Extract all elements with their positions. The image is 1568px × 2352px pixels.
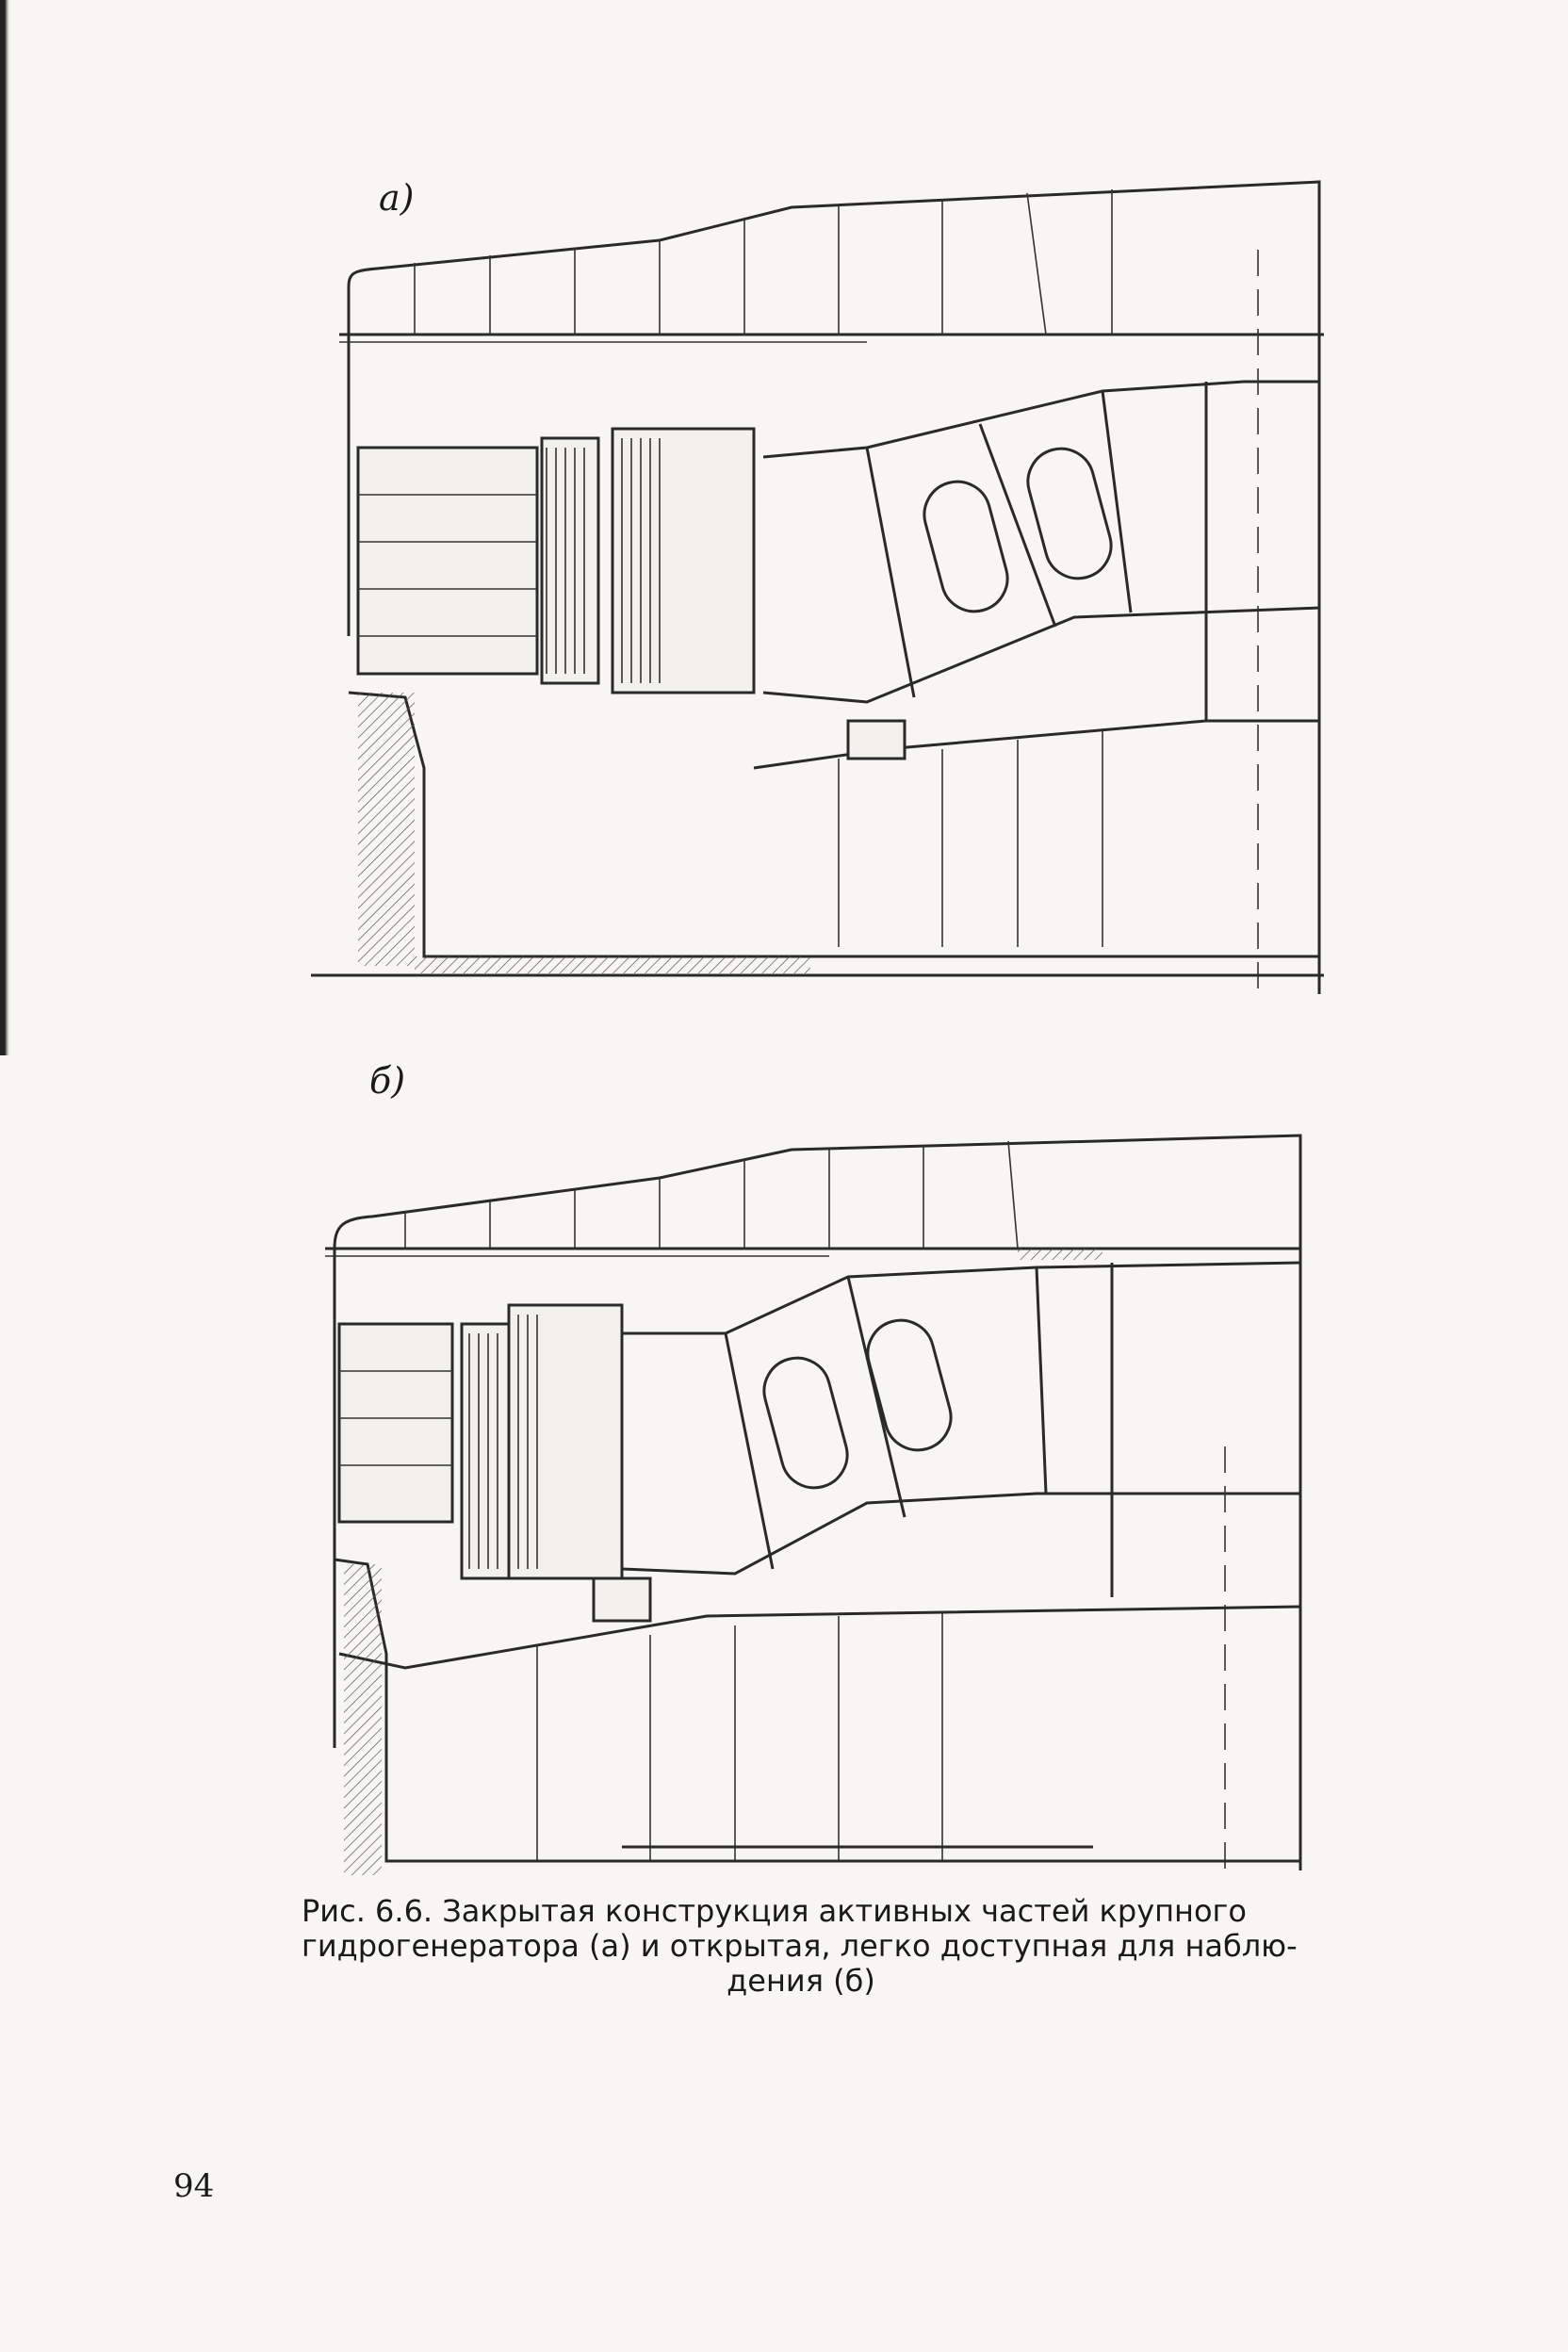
caption-line-3: дения (б) <box>727 1963 875 2000</box>
winding-hatching <box>468 1315 538 1569</box>
roof-ribs <box>404 1140 1019 1250</box>
rotor-rib-2 <box>978 423 1057 628</box>
deck-hatch-patch <box>1018 1249 1102 1260</box>
figure-b-label: б) <box>369 1060 406 1102</box>
air-cooler-frame <box>356 446 539 676</box>
foundation-outline <box>348 691 867 958</box>
roof-slope <box>333 1134 1302 1250</box>
caption-line-2: гидрогенератора (а) и открытая, легко до… <box>302 1928 1298 1965</box>
cooler-shelves <box>358 494 537 637</box>
rotor-rib-1 <box>724 1332 775 1570</box>
rotor-oval-opening-2 <box>866 1318 953 1452</box>
rotor-oval-opening-1 <box>762 1356 849 1490</box>
stator-winding-block <box>507 1303 624 1580</box>
rotor-top-edge <box>622 1261 1301 1335</box>
roof-slope <box>347 180 1321 288</box>
foundation-outline <box>334 1558 1300 1863</box>
cooler-shelves <box>339 1370 452 1466</box>
caption-line-1: Закрытая конструкция активных частей кру… <box>442 1893 1247 1929</box>
concrete-hatch-left <box>358 693 415 966</box>
stator-core-left <box>540 436 600 685</box>
figure-a-svg <box>311 180 1324 994</box>
figure-a-label: а) <box>379 177 415 219</box>
lower-bracket-ribs <box>536 1611 943 1861</box>
rotor-bottom-edge <box>621 1492 1300 1576</box>
air-cooler-frame <box>337 1322 454 1524</box>
rotor-rib-3 <box>1035 1266 1048 1494</box>
roof-ribs <box>414 189 1113 335</box>
concrete-hatch-left <box>344 1564 382 1875</box>
rotor-rib-2 <box>846 1276 906 1518</box>
caption-prefix: Рис. 6.6. <box>302 1893 433 1929</box>
lower-bracket-top <box>338 1605 1301 1670</box>
thrust-bearing <box>592 1576 652 1623</box>
figure-b-svg <box>325 1134 1302 1875</box>
figure-a-drawing <box>302 165 1338 1013</box>
rotor-rib-1 <box>865 447 916 698</box>
scan-edge-shadow <box>0 0 9 1055</box>
winding-hatching <box>546 438 661 683</box>
concrete-hatch-bottom <box>415 956 810 973</box>
rotor-rib-3 <box>1101 390 1133 613</box>
page-number: 94 <box>173 2167 215 2205</box>
lower-bracket-top <box>753 719 1319 770</box>
thrust-bearing <box>846 719 906 760</box>
rotor-top-edge <box>762 380 1319 459</box>
figure-caption: Рис. 6.6. Закрытая конструкция активных … <box>302 1893 1300 2000</box>
rotor-oval-opening-1 <box>923 480 1009 613</box>
figure-b-drawing <box>302 1051 1338 1889</box>
rotor-bottom-edge <box>762 606 1320 704</box>
lower-bracket-ribs <box>838 730 1103 947</box>
stator-winding-block <box>611 427 756 694</box>
rotor-oval-opening-2 <box>1026 447 1113 580</box>
